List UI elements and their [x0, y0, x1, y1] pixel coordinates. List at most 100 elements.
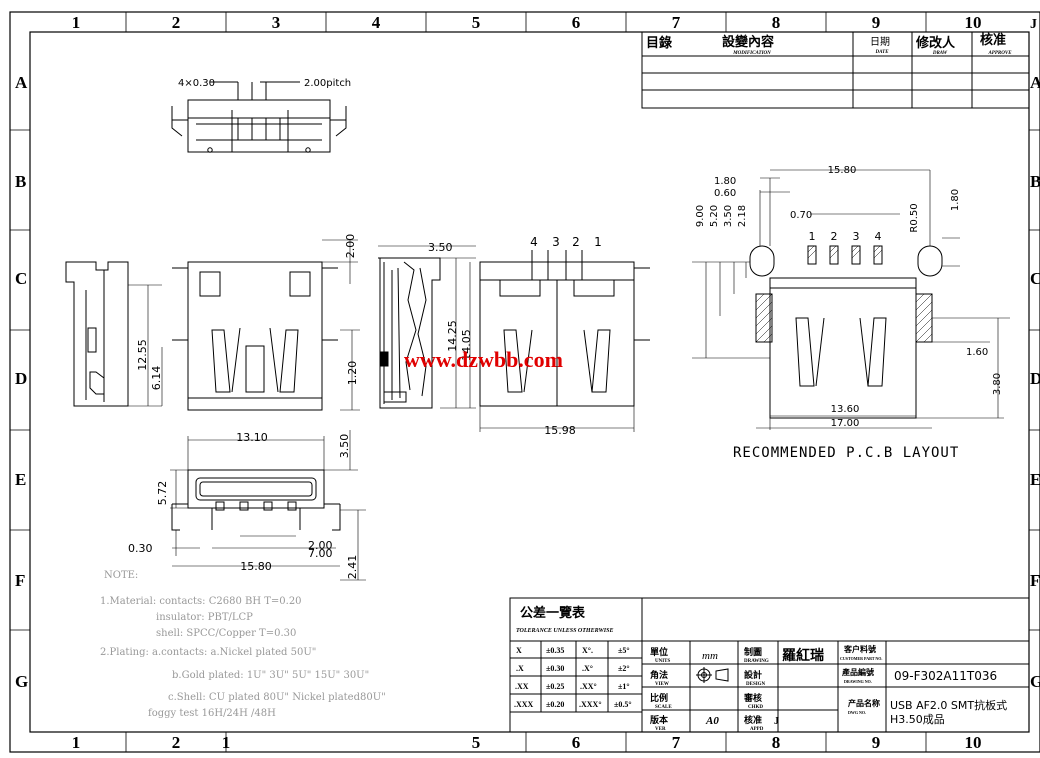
note-line: 2.Plating: a.contacts: a.Nickel plated 5…	[100, 647, 316, 658]
dim-2-00: 2.00	[344, 234, 357, 259]
col-label-top: 6	[572, 13, 581, 32]
col-label-top: 5	[472, 13, 481, 32]
pcb-dim-2-18: 2.18	[737, 205, 748, 227]
tb-units-en: UNITS	[655, 659, 671, 664]
note-line: foggy test 16H/24H /48H	[148, 708, 276, 719]
pcb-hatch	[755, 245, 933, 343]
left-side-view	[65, 261, 163, 407]
note-line: insulator: PBT/LCP	[156, 612, 253, 623]
dim-3-50: 3.50	[428, 241, 453, 254]
row-label-right: G	[1030, 672, 1040, 691]
tb-drawing-en: DRAWING	[744, 659, 769, 664]
rev-modification-en: MODIFICATION	[732, 51, 771, 56]
front-pin-label: 2	[572, 235, 580, 249]
notes-title: NOTE:	[104, 570, 138, 581]
pcb-dim-0-70: 0.70	[790, 210, 812, 221]
row-label-left: E	[15, 470, 26, 489]
row-label-left: C	[15, 269, 27, 288]
tb-product-name-line2: H3.50成品	[890, 713, 945, 726]
note-line: 1.Material: contacts: C2680 BH T=0.20	[100, 596, 302, 607]
tb-ver: 版本	[649, 714, 669, 726]
dim-14-25: 14.25	[446, 320, 459, 352]
pcb-dim-3-50: 3.50	[723, 205, 734, 227]
watermark-text: www.dzwbb.com	[404, 347, 563, 372]
front-pin-label: 1	[594, 235, 602, 249]
pcb-dim-17-00: 17.00	[831, 418, 860, 429]
rev-drawn-en: DRAW	[932, 51, 948, 56]
dim-1-20: 1.20	[346, 361, 359, 386]
tb-approver: J	[774, 716, 779, 727]
dim-0-30: 0.30	[128, 542, 153, 555]
col-label-top: 2	[172, 13, 181, 32]
row-label-right: D	[1030, 369, 1040, 388]
col-label-top: 3	[272, 13, 281, 32]
rev-date: 日期	[870, 36, 890, 48]
pcb-dim-13-60: 13.60	[831, 404, 860, 415]
tb-units: 單位	[650, 646, 668, 658]
tb-drawing: 制圖	[744, 646, 762, 658]
tb-unit-value: mm	[702, 650, 718, 662]
tol-cell: ±1°	[618, 682, 630, 691]
rev-approve: 核准	[980, 32, 1006, 48]
row-label-right: F	[1030, 571, 1040, 590]
pcb-dim-r0-50: R0.50	[909, 203, 920, 232]
note-line: shell: SPCC/Copper T=0.30	[156, 628, 296, 639]
tb-view-en: VIEW	[655, 682, 669, 687]
tol-cell: .X°	[582, 664, 593, 673]
tb-checked: 審核	[743, 692, 762, 704]
note-line: b.Gold plated: 1U" 3U" 5U" 15U" 30U"	[172, 670, 369, 681]
corner-mark: J	[1030, 17, 1037, 32]
front-connector-view	[479, 250, 650, 432]
pcb-dim-1-60: 1.60	[966, 347, 988, 358]
dim-6-14: 6.14	[150, 366, 163, 391]
tol-cell: .XX	[515, 682, 529, 691]
tb-ver-en: VER	[655, 727, 666, 732]
front-pin-label: 3	[552, 235, 560, 249]
tb-drawing-no: 產品編號	[841, 667, 874, 677]
dim-5-72: 5.72	[156, 481, 169, 506]
front-view-main	[172, 239, 360, 411]
row-label-right: A	[1030, 73, 1040, 92]
tol-cell: ±0.20	[546, 700, 564, 709]
revision-table: 目錄 設變內容 MODIFICATION 日期 DATE 修改人 DRAW 核准…	[641, 31, 1030, 109]
row-label-left: A	[15, 73, 28, 92]
tb-appd-en: APPD	[750, 727, 764, 732]
pcb-pin-label: 2	[831, 230, 838, 243]
row-label-left: G	[15, 672, 28, 691]
pcb-dim-5-20: 5.20	[709, 205, 720, 227]
dim-3-50-bottom: 3.50	[338, 434, 351, 459]
tb-cust-part: 客户料號	[843, 644, 876, 654]
pcb-pin-label: 3	[853, 230, 860, 243]
row-label-right: C	[1030, 269, 1040, 288]
tb-appd: 核准	[744, 714, 762, 726]
col-label-bottom: 5	[472, 733, 481, 752]
tb-drawer-name: 羅紅瑞	[782, 647, 824, 664]
tolerance-title: 公差一覽表	[520, 605, 586, 621]
rev-drawn: 修改人	[915, 35, 956, 51]
tol-cell: ±0.25	[546, 682, 564, 691]
dim-7-00: 7.00	[308, 547, 333, 560]
tb-dwg-name: 产品名称	[848, 698, 880, 708]
tb-design-en: DESIGN	[746, 682, 766, 687]
tb-scale: 比例	[650, 692, 668, 704]
tb-drawing-no-en: DRAWING NO.	[844, 679, 872, 684]
rev-modification: 設變內容	[722, 34, 774, 50]
tb-view: 角法	[650, 669, 668, 681]
rev-catalog: 目錄	[646, 35, 672, 51]
col-label-top: 7	[672, 13, 681, 32]
tol-cell: ±2°	[618, 664, 630, 673]
col-label-bottom: 2	[172, 733, 181, 752]
dim-12-55: 12.55	[136, 339, 149, 371]
col-label-top: 4	[372, 13, 381, 32]
notes: NOTE: 1.Material: contacts: C2680 BH T=0…	[100, 570, 386, 719]
tb-scale-en: SCALE	[655, 705, 672, 710]
dim-14-05: 14.05	[460, 329, 473, 361]
col-label-bottom: 6	[572, 733, 581, 752]
tb-version-value: A0	[705, 715, 719, 727]
row-label-left: B	[15, 172, 26, 191]
pcb-dim-1-80-right: 1.80	[950, 189, 961, 211]
tolerance-table: 公差一覽表 TOLERANCE UNLESS OTHERWISE X ±0.35…	[509, 597, 643, 733]
col-label-bottom: 1	[72, 733, 81, 752]
tol-cell: .XX°	[580, 682, 597, 691]
tolerance-subtitle: TOLERANCE UNLESS OTHERWISE	[516, 628, 613, 634]
